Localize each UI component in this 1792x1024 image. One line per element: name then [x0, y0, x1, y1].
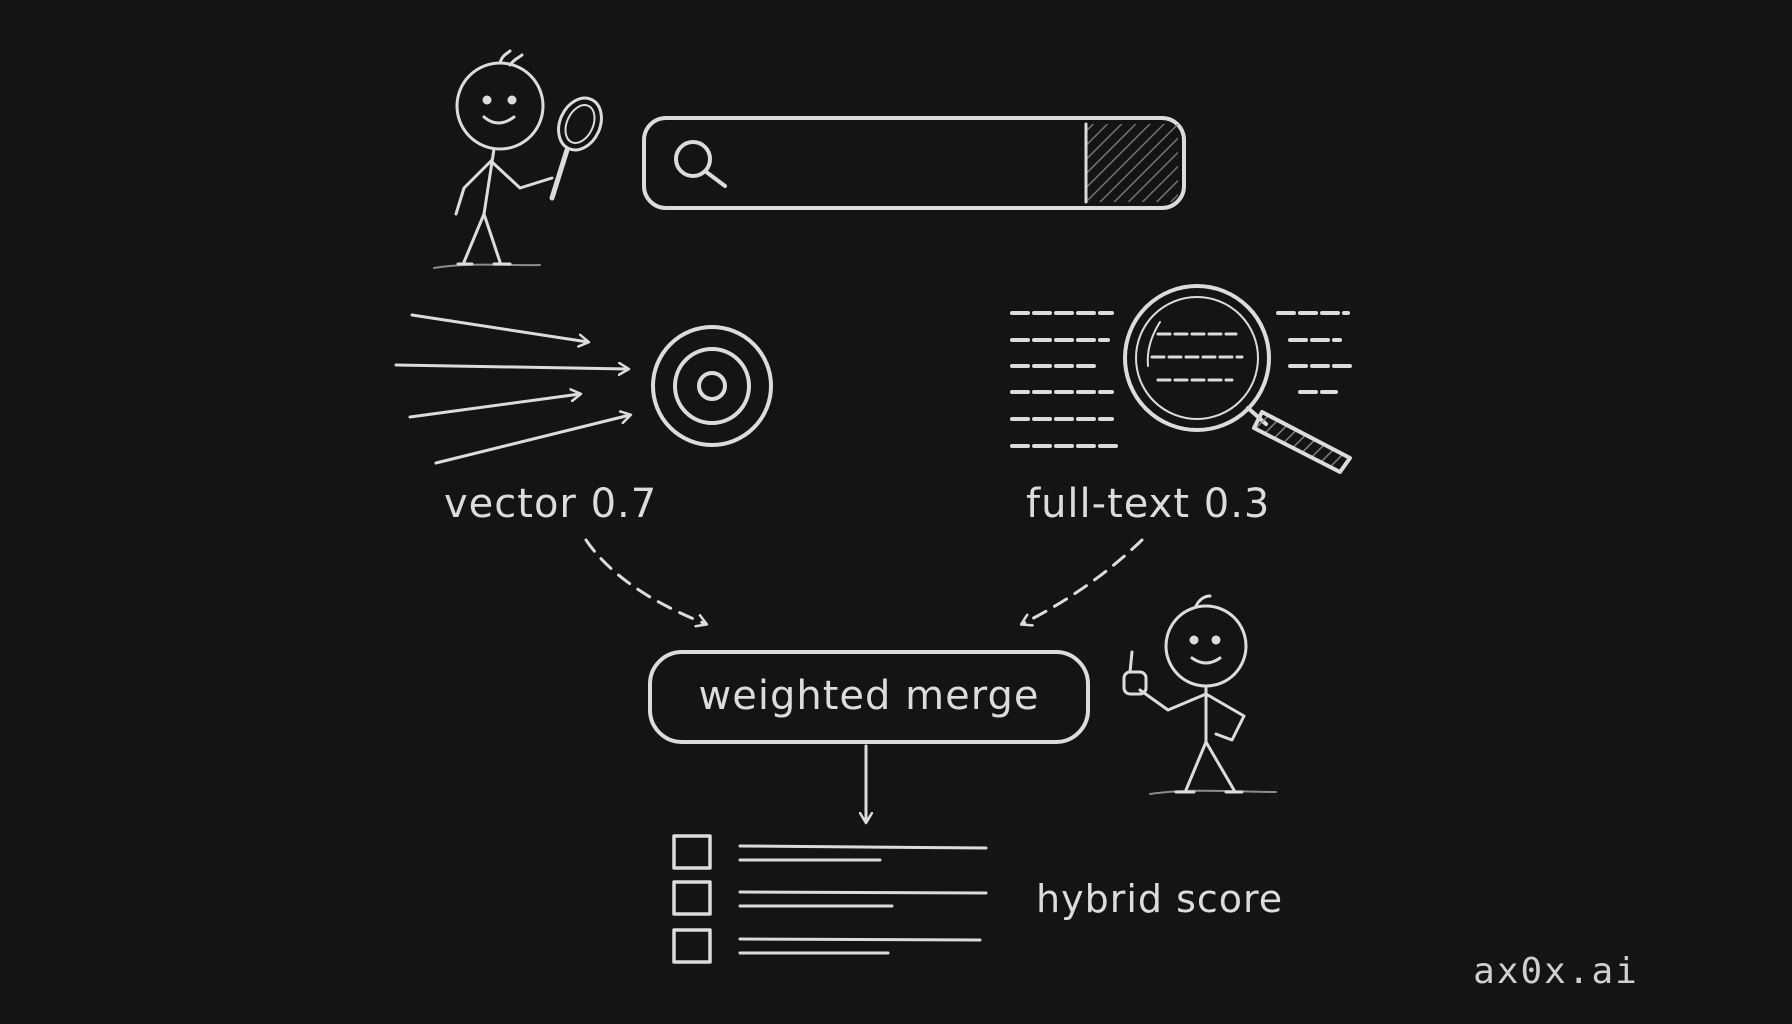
person-searching-icon: [433, 49, 603, 269]
results-checklist-icon: [672, 834, 988, 964]
weighted-merge-box: weighted merge: [648, 650, 1090, 744]
search-icon: [674, 140, 727, 188]
hybrid-score-label: hybrid score: [1036, 877, 1283, 921]
flow-arrows: [584, 538, 1144, 624]
vector-target-icon: [394, 313, 773, 465]
vector-label: vector 0.7: [444, 481, 657, 527]
merge-label: weighted merge: [699, 673, 1040, 719]
search-bar[interactable]: [642, 116, 1186, 210]
brand-watermark: ax0x.ai: [1473, 951, 1639, 992]
fulltext-magnifier-icon: [1010, 284, 1356, 474]
fulltext-label: full-text 0.3: [1026, 481, 1270, 527]
person-thumbs-up-icon: [1122, 594, 1277, 795]
